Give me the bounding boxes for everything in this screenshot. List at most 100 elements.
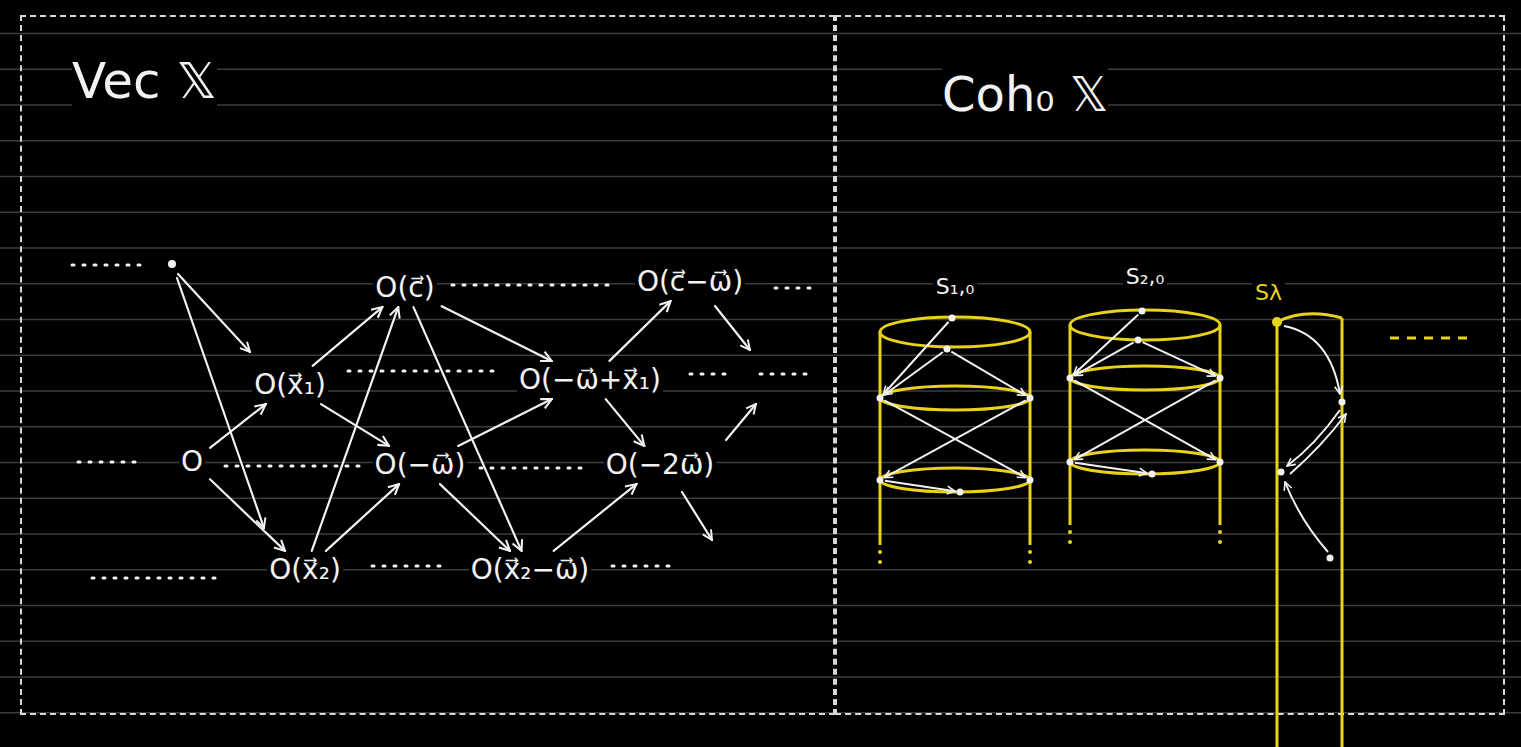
tube-arrow xyxy=(1074,380,1215,459)
object-node: O(x⃗₂) xyxy=(262,551,348,589)
tube-node: Sλ xyxy=(1252,272,1362,747)
tube-node: S₂,₀ xyxy=(1058,256,1232,548)
ruled-line xyxy=(0,247,1521,249)
continuation-dot xyxy=(1218,540,1222,544)
irreducible-morphism-arrow xyxy=(210,404,266,448)
tube-vertex xyxy=(1149,471,1156,478)
tube-arrow xyxy=(1143,342,1216,376)
tube-rim xyxy=(1277,314,1342,322)
object-label: O(c⃗−ω⃗) xyxy=(635,266,745,298)
ruled-line xyxy=(0,69,1521,71)
ellipsis-dots xyxy=(348,370,495,373)
irreducible-morphism-arrow xyxy=(442,306,552,361)
tube-arrow xyxy=(1287,410,1340,466)
continuation-dot xyxy=(878,560,882,564)
ruled-line xyxy=(0,355,1521,357)
irreducible-morphism-arrow xyxy=(554,484,637,551)
tube-vertex xyxy=(957,489,964,496)
tube-arrow xyxy=(1285,482,1328,552)
ruled-line xyxy=(0,319,1521,321)
object-label: O(x⃗₂−ω⃗) xyxy=(469,554,592,586)
arrow xyxy=(715,306,750,350)
tube-vertex xyxy=(1067,459,1074,466)
panel-title: Coh₀ 𝕏 xyxy=(942,67,1108,122)
tube-vertex xyxy=(1217,459,1224,466)
irreducible-morphism-arrow xyxy=(313,307,383,366)
tube-vertex xyxy=(1339,399,1346,406)
ruled-line xyxy=(0,605,1521,607)
tube-drawing xyxy=(868,266,1042,568)
continuation-dot xyxy=(1218,530,1222,534)
ruled-line xyxy=(0,33,1521,35)
ruled-line xyxy=(0,390,1521,392)
ellipsis-dots xyxy=(612,565,670,568)
tube-arrow xyxy=(883,322,948,395)
tube-arrow xyxy=(1284,326,1340,394)
ellipsis-dots xyxy=(372,565,448,568)
irreducible-morphism-arrow xyxy=(413,307,521,551)
tube-ring xyxy=(1070,450,1220,474)
arrow xyxy=(726,404,756,440)
ellipsis-dots xyxy=(452,284,608,287)
object-node: O(x⃗₁) xyxy=(247,366,333,404)
tube-side xyxy=(1276,322,1279,747)
object-label: O(x⃗₂) xyxy=(267,554,343,586)
tube-ring xyxy=(1070,366,1220,390)
ellipsis-dots xyxy=(78,461,140,464)
extra-arrows xyxy=(177,274,756,540)
tube-vertex xyxy=(1217,375,1224,382)
tube-ring xyxy=(880,317,1030,347)
tube-arrow xyxy=(1075,463,1147,474)
tube-vertex xyxy=(877,395,884,402)
ruled-line xyxy=(0,212,1521,214)
irreducible-morphism-arrow xyxy=(321,404,389,446)
tube-vertex xyxy=(1272,317,1282,327)
tube-vertex xyxy=(1027,395,1034,402)
ruled-line xyxy=(0,104,1521,106)
object-label: O xyxy=(179,446,205,478)
object-node: O(−2ω⃗) xyxy=(599,446,722,484)
tube-arrow xyxy=(951,352,1025,396)
ellipsis-dots xyxy=(92,577,215,580)
irreducible-morphism-arrow xyxy=(440,484,510,551)
tube-drawing xyxy=(1252,272,1362,747)
ruled-line xyxy=(0,283,1521,285)
ellipsis-dots xyxy=(690,373,725,376)
tube-label: Sλ xyxy=(1252,280,1285,305)
object-label: O(c⃗) xyxy=(373,272,436,304)
tube-arrow xyxy=(1074,380,1215,459)
irreducible-morphism-arrow xyxy=(458,399,552,446)
tube-vertex xyxy=(877,477,884,484)
tube-side xyxy=(1069,325,1072,525)
tube-vertex xyxy=(944,346,951,353)
tube-arrow xyxy=(884,400,1025,477)
tube-drawing xyxy=(1058,256,1232,548)
object-node: O(x⃗₂−ω⃗) xyxy=(464,551,597,589)
tube-side xyxy=(1029,332,1032,545)
tube-arrow xyxy=(885,481,955,492)
object-node: O(c⃗−ω⃗) xyxy=(630,263,750,301)
tube-vertex xyxy=(1278,469,1285,476)
more-tubes-dashes xyxy=(1390,337,1472,340)
tube-ring xyxy=(1070,310,1220,340)
tube-arrow xyxy=(884,400,1025,477)
ruled-line xyxy=(0,176,1521,178)
tube-label: S₂,₀ xyxy=(1123,264,1168,289)
irreducible-morphism-arrow xyxy=(606,399,645,446)
panel-title: Vec 𝕏 xyxy=(72,53,217,111)
tube-arrow xyxy=(884,352,943,395)
arrow xyxy=(682,492,712,540)
object-node: O xyxy=(174,443,210,481)
continuation-dot xyxy=(1068,540,1072,544)
ruled-line xyxy=(0,140,1521,142)
ruled-line xyxy=(0,569,1521,571)
tube-arrow xyxy=(1290,414,1346,474)
tube-vertex xyxy=(1135,337,1142,344)
tube-ring xyxy=(880,386,1030,410)
irreducible-morphism-arrow xyxy=(609,301,670,361)
tube-vertex xyxy=(1067,375,1074,382)
tube-side xyxy=(879,332,882,545)
